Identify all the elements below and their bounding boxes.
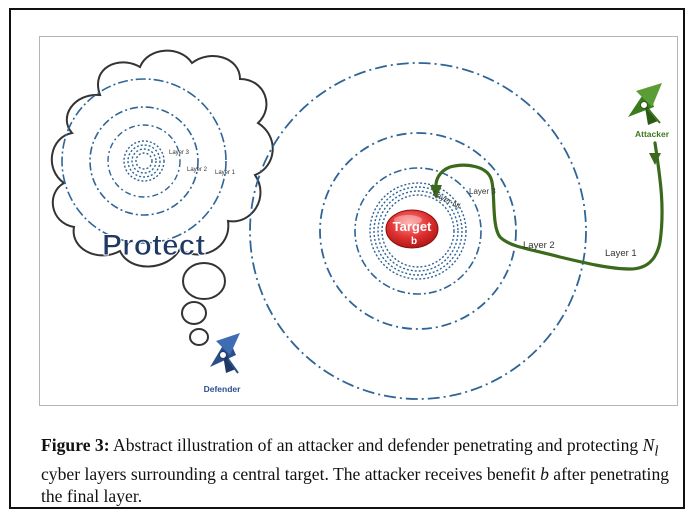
target-benefit-label: b (411, 236, 417, 247)
main-layer-label-3: Layer 3 (469, 187, 496, 196)
main-ring-layer-3 (354, 167, 482, 295)
thought-bubble-large (182, 262, 226, 300)
target-label: Target (393, 219, 432, 234)
attacker-path (434, 141, 664, 271)
protect-cloud (50, 49, 274, 346)
cloud-layer-label-3: Layer 3 (169, 150, 190, 156)
layers-diagram: Layer 3 Layer 2 Layer 1 Protect Defender (50, 49, 670, 400)
caption-text-3: after penetrating the final layer. (41, 463, 670, 506)
attacker-path-arrowhead (430, 185, 442, 199)
figure-frame: Layer 3 Layer 2 Layer 1 Protect Defender (9, 8, 685, 509)
target-icon (385, 209, 439, 249)
cloud-layer-label-2: Layer 2 (187, 167, 208, 173)
caption-text-1: Abstract illustration of an attacker and… (109, 435, 643, 455)
main-ring-dotted-4 (381, 194, 455, 268)
cloud-layer-rings (61, 78, 227, 244)
protect-label: Protect (102, 229, 205, 262)
attacker-start-arrowhead (649, 153, 661, 165)
caption-label: Figure 3: (41, 435, 110, 455)
figure-diagram: Layer 3 Layer 2 Layer 1 Protect Defender (39, 36, 678, 406)
defender-icon (210, 333, 240, 374)
cloud-ring-dotted-1 (123, 140, 165, 182)
caption-math-subscript: l (654, 443, 659, 460)
caption-math-b: b (540, 463, 549, 484)
attacker-label: Attacker (635, 129, 670, 139)
attacker-icon (628, 83, 662, 125)
thought-bubble-small (189, 328, 209, 346)
defender-label: Defender (204, 384, 242, 394)
main-ring-layer-2 (319, 132, 517, 330)
main-ring-dotted-2 (373, 186, 463, 276)
main-ring-dotted-3 (377, 190, 459, 272)
main-ring-dotted-1 (369, 182, 467, 280)
main-layer-label-2: Layer 2 (523, 240, 555, 251)
caption-math-n: N (642, 435, 655, 455)
main-layer-rings (249, 62, 587, 400)
cloud-ring-dotted-3 (131, 148, 157, 174)
main-ring-layer-1 (249, 62, 587, 400)
cloud-ring-dotted-4 (135, 152, 153, 170)
cloud-ring-dotted-2 (127, 144, 161, 178)
cloud-ring-inner (107, 124, 181, 198)
thought-bubble-medium (181, 301, 207, 325)
cloud-ring-middle (89, 106, 199, 216)
main-layer-label-1: Layer 1 (605, 248, 637, 259)
cloud-layer-label-1: Layer 1 (215, 170, 236, 176)
cloud-ring-outer (61, 78, 227, 244)
figure-caption: Figure 3: Abstract illustration of an at… (41, 434, 681, 507)
caption-text-2: cyber layers surrounding a central targe… (41, 463, 541, 484)
